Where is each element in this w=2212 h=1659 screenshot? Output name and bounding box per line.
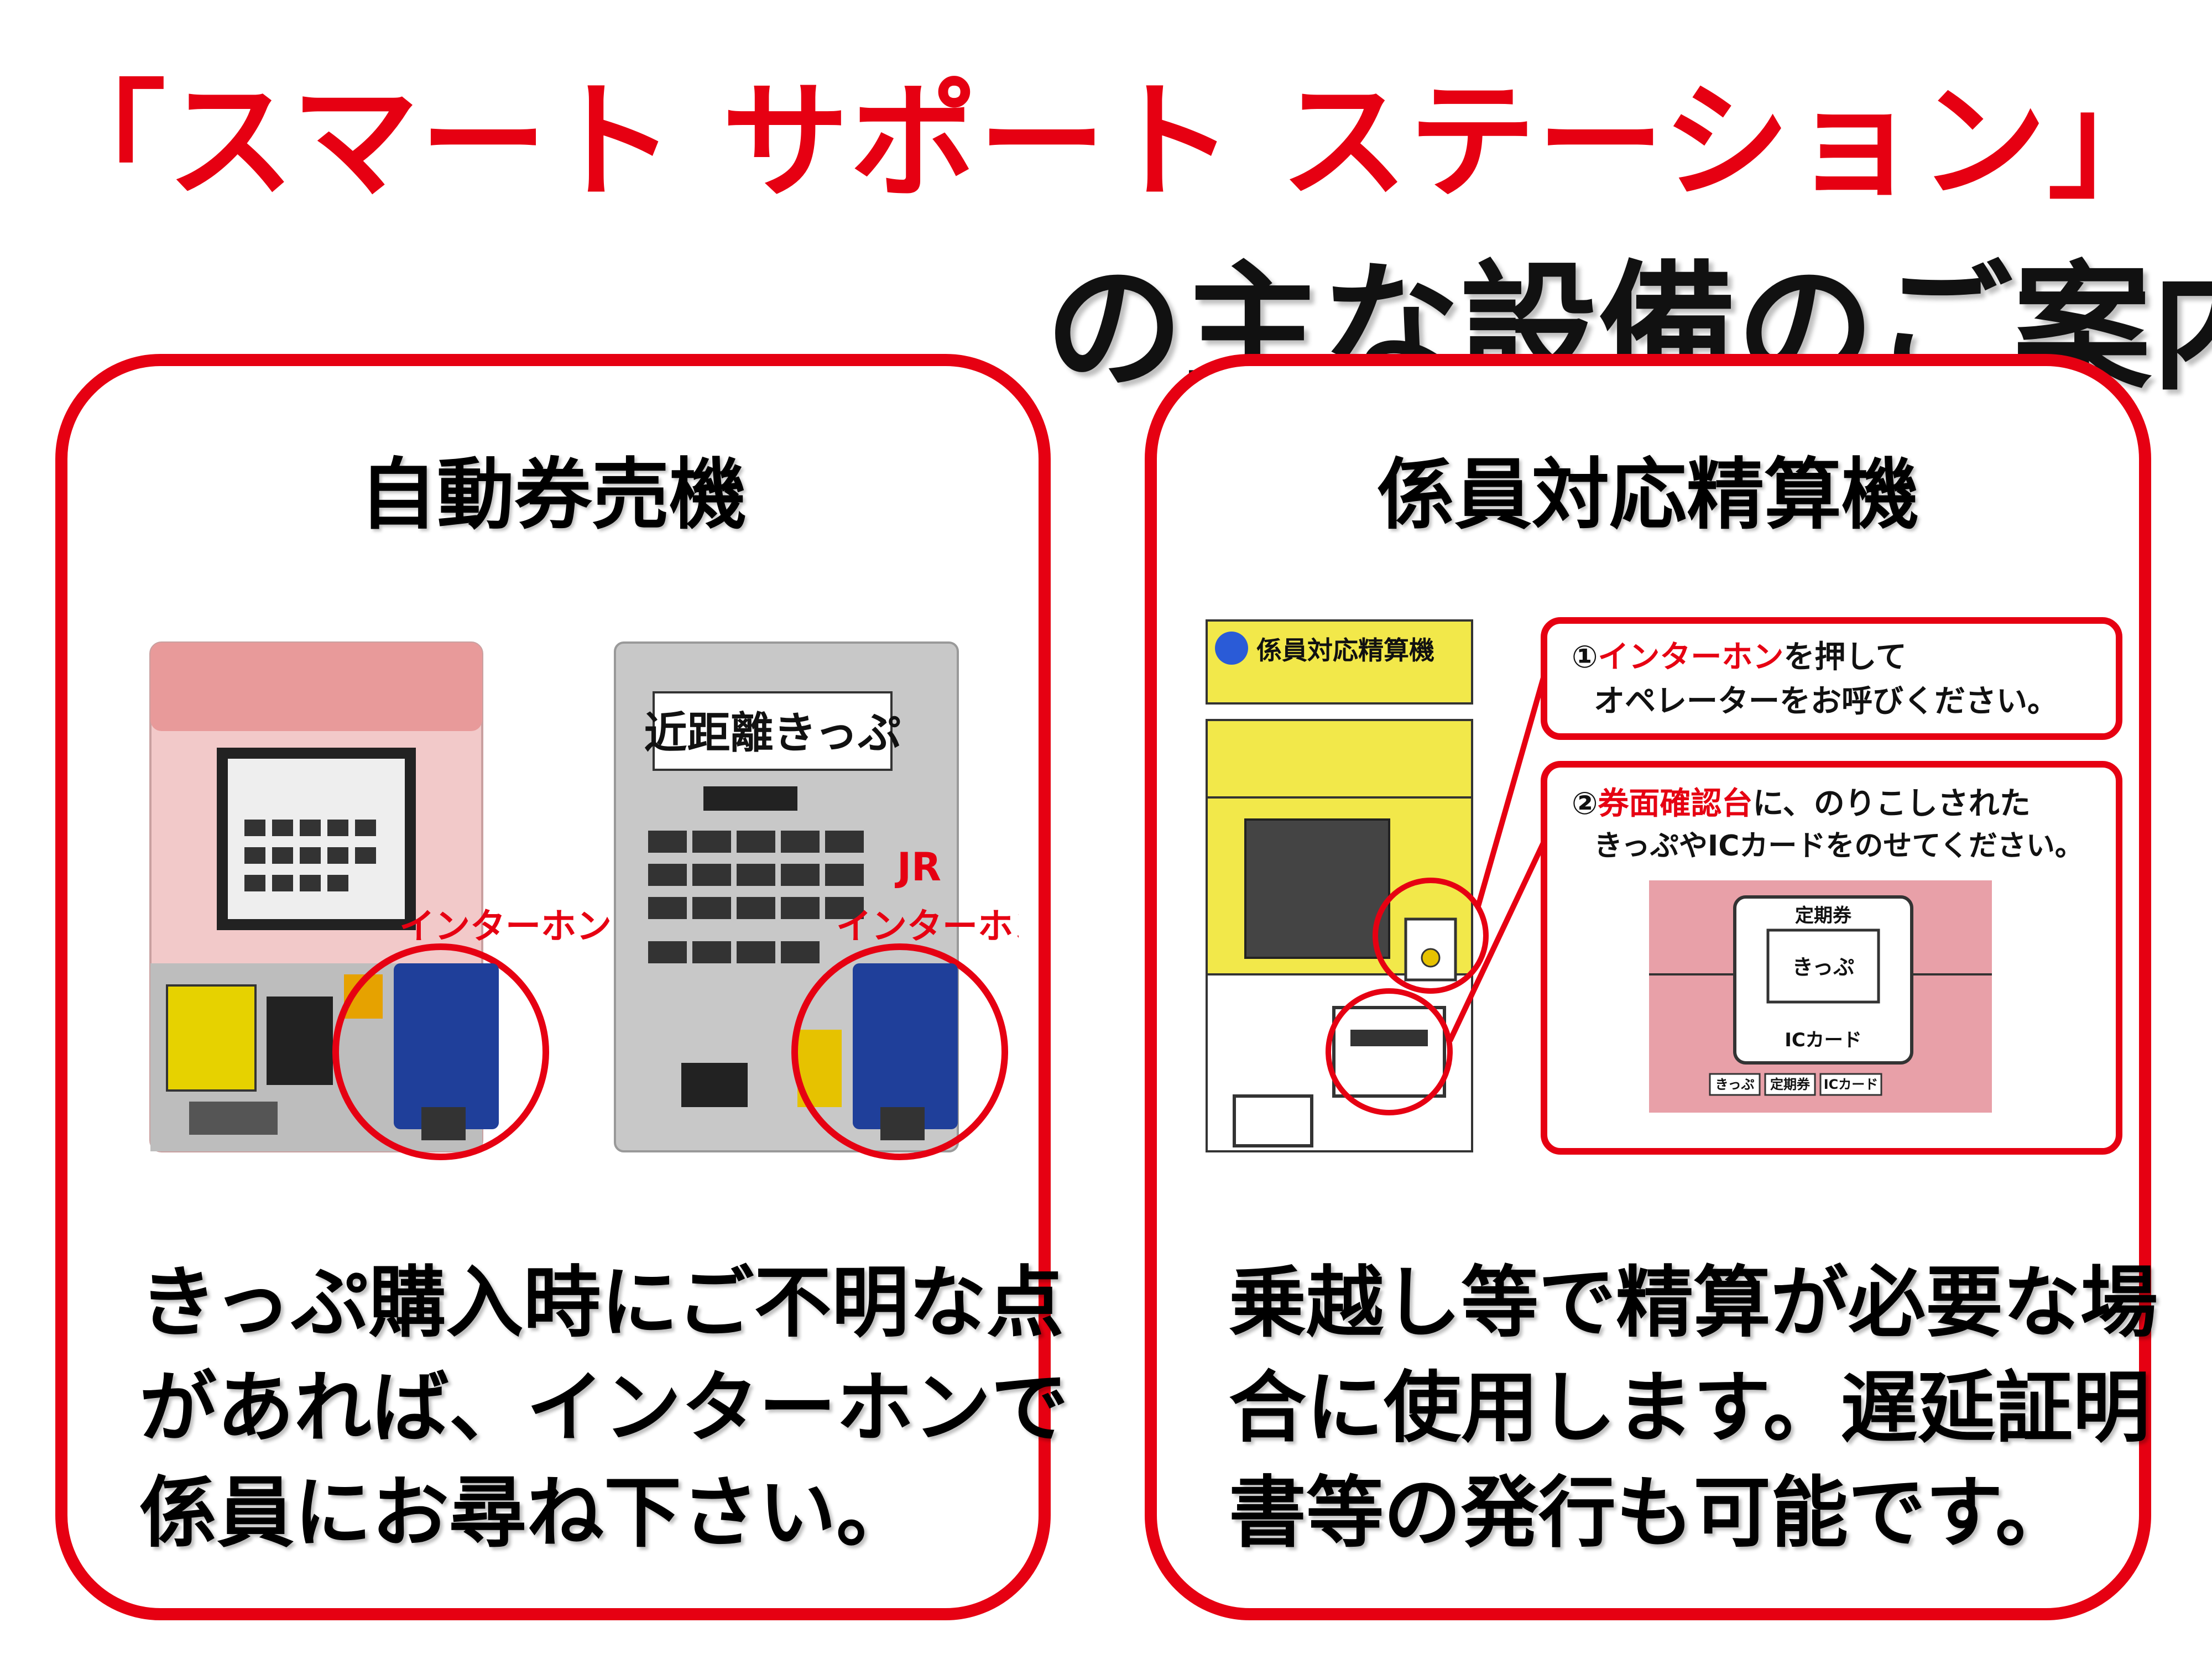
tray-label: きっぷ xyxy=(1792,955,1854,979)
description-line: 合に使用します。遅延証明 xyxy=(1229,1363,2151,1453)
fare-adjustment-machine: 係員対応精算機 xyxy=(1206,619,1489,1152)
fare-adjustment-panel: 係員対応精算機 係員対応精算機 ①インターホンを押して xyxy=(1145,354,2158,1620)
callout-text: オペレーターをお呼びください。 xyxy=(1594,684,2058,719)
ticket-tray-diagram: 定期券 きっぷ ICカード きっぷ 定期券 ICカード xyxy=(1649,880,1992,1113)
callout-text: を押して xyxy=(1783,639,1906,675)
callout-number: ② xyxy=(1572,786,1598,822)
tray-chip: ICカード xyxy=(1824,1077,1879,1092)
tray-chip: 定期券 xyxy=(1770,1077,1811,1092)
fare-adjustment-illustration: 係員対応精算機 ①インターホンを押して オペレーターをお呼びください。 xyxy=(1206,617,2122,1155)
tray-chip: きっぷ xyxy=(1715,1077,1754,1092)
callout-highlight: インターホン xyxy=(1598,639,1783,675)
description-line: 係員にお尋ね下さい。 xyxy=(139,1468,914,1558)
machine-sign: 近距離きっぷ xyxy=(644,708,901,758)
svg-text:①インターホンを押して: ①インターホンを押して xyxy=(1572,639,1907,675)
intercom-label: インターホン xyxy=(399,906,612,947)
intercom-label: インターホン xyxy=(836,906,1019,947)
page-title: 「スマート サポート ステーション」 xyxy=(39,69,2176,216)
callout-ticket-tray: ②券面確認台に、のりこしされた きっぷやICカードをのせてください。 定期券 き… xyxy=(1541,761,2122,1155)
button-ticket-machine: 近距離きっぷ JR xyxy=(614,641,959,1152)
description-line: 書等の発行も可能です。 xyxy=(1229,1468,2073,1558)
tray-label: 定期券 xyxy=(1795,905,1852,927)
callout-number: ① xyxy=(1572,639,1598,675)
intercom-highlight-2: インターホン xyxy=(791,906,1019,1160)
callout-highlight: 券面確認台 xyxy=(1598,786,1752,822)
description-line: があれば、インターホンで xyxy=(139,1363,1069,1453)
callout-text: に、のりこしされた xyxy=(1752,786,2030,822)
description-line: きっぷ購入時にご不明な点 xyxy=(139,1258,1064,1348)
tray-label: ICカード xyxy=(1785,1029,1862,1051)
ticket-machines-illustration: 近距離きっぷ JR インターホン xyxy=(149,641,1019,1160)
intercom-highlight-1: インターホン xyxy=(332,906,612,1160)
jr-logo: JR xyxy=(895,844,941,890)
fare-adjustment-description: 乗越し等で精算が必要な場 合に使用します。遅延証明 書等の発行も可能です。 xyxy=(1229,1251,2158,1566)
ticket-machine-title: 自動券売機 xyxy=(359,450,747,540)
machine-sign: 係員対応精算機 xyxy=(1256,635,1434,665)
ticket-machine-panel: 自動券売機 xyxy=(55,354,1068,1620)
svg-text:②券面確認台に、のりこしされた: ②券面確認台に、のりこしされた xyxy=(1572,786,2031,822)
ticket-machine-description: きっぷ購入時にご不明な点 があれば、インターホンで 係員にお尋ね下さい。 xyxy=(139,1251,1068,1566)
description-line: 乗越し等で精算が必要な場 xyxy=(1229,1258,2158,1348)
callout-intercom: ①インターホンを押して オペレーターをお呼びください。 xyxy=(1541,617,2122,740)
callout-text: きっぷやICカードをのせてください。 xyxy=(1594,830,2084,863)
fare-adjustment-title: 係員対応精算機 xyxy=(1376,450,1919,540)
